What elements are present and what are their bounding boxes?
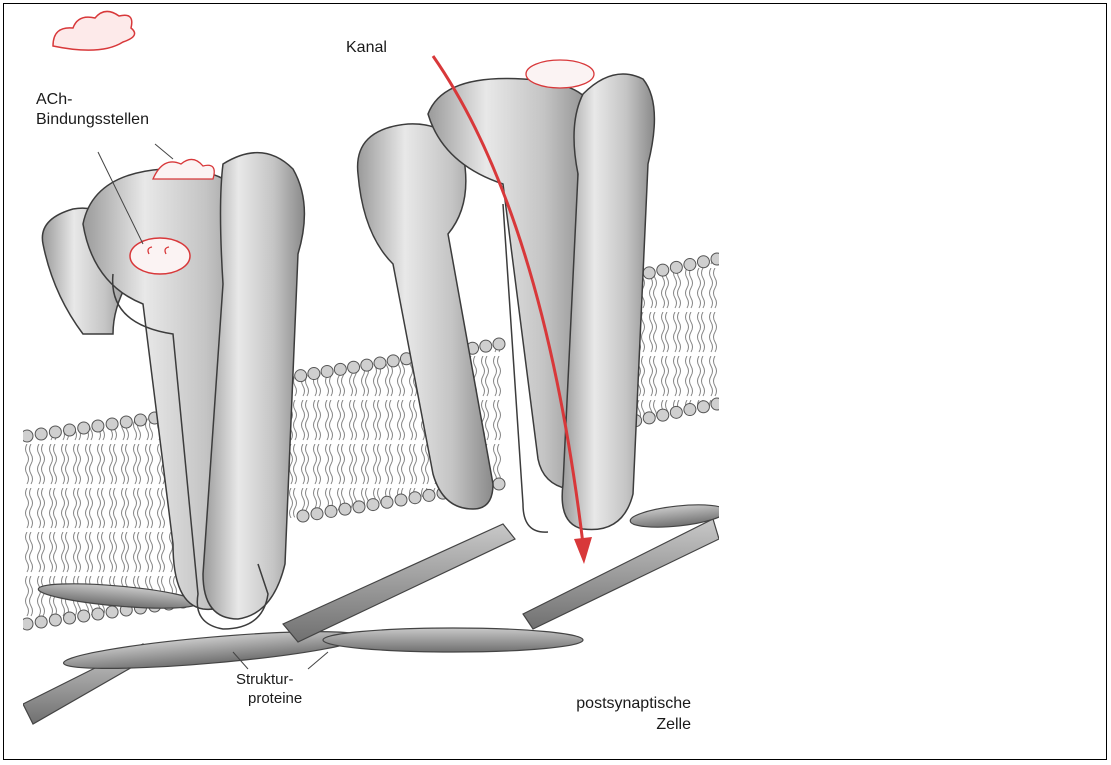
receptor-diagram: ACh- Bindungsstellen Kanal Struktur- pro… [23,4,719,761]
channel-label: Kanal [346,38,387,57]
figure-frame: ACh- Bindungsstellen Kanal Struktur- pro… [3,3,1107,760]
ach-molecule-icon [53,11,135,50]
ach-sites-label-line1: ACh- [36,90,72,109]
postsynaptic-cell-label-line2: Zelle [518,715,691,734]
structural-proteins-label-line2: proteine [248,690,302,708]
postsynaptic-cell-label-line1: postsynaptische [518,694,691,713]
structural-proteins-label-line1: Struktur- [236,671,294,689]
ach-sites-label-line2: Bindungsstellen [36,110,149,129]
